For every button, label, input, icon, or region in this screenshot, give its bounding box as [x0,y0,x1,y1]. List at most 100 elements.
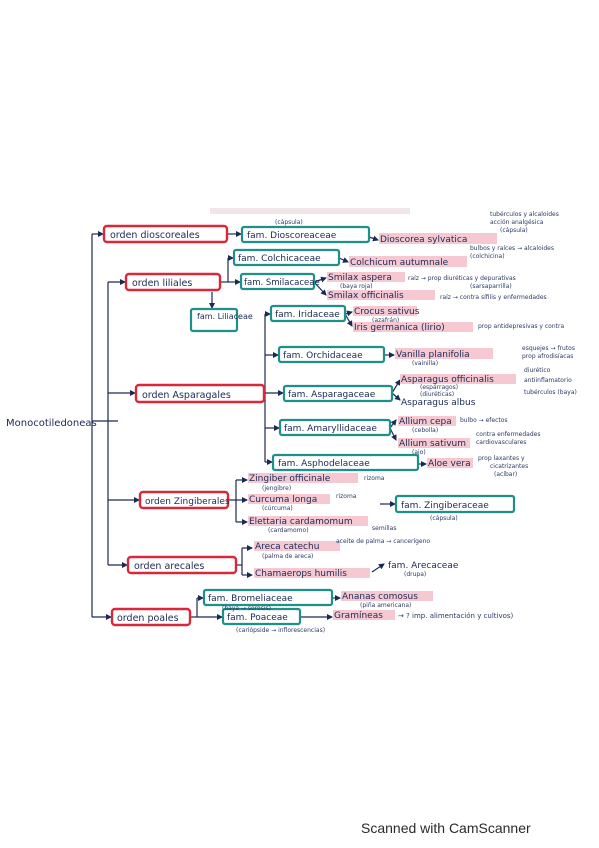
family-amaryllidaceae-label: fam. Amaryllidaceae [284,424,377,434]
note: (cápsula) [275,219,303,226]
family-orchidaceae: fam. Orchidaceae [277,345,386,364]
species-areca: Areca catechu [255,542,319,552]
note: (vainilla) [412,360,438,367]
note: bulbo → efectos [460,417,508,424]
note: (ajo) [412,449,426,456]
family-colchicaceae: fam. Colchicaceae [232,248,341,267]
note: (baya → sorosis) [222,605,271,612]
family-iridaceae: fam. Iridaceae [269,304,347,323]
family-liliaceae: fam. Liliaceae [189,307,253,333]
order-liliales: orden liliales [124,272,222,292]
note: esquejes → frutos [522,345,575,352]
note: prop afrodisíacas [522,353,573,360]
order-asparagales-label: orden Asparagales [142,390,231,401]
note: (cebolla) [412,427,438,434]
family-orchidaceae-label: fam. Orchidaceae [283,351,363,361]
note: raíz → contra sífilis y enfermedades [440,294,547,301]
family-bromeliaceae: fam. Bromeliaceae [202,588,334,607]
note: (sarsaparrilla) [470,283,512,290]
order-poales: orden poales [110,607,192,627]
species-smilax-aspera: Smilax aspera [328,273,392,283]
species-asparagus-officinalis: Asparagus officinalis [401,375,494,385]
species-chamaerops: Chamaerops humilis [255,569,347,579]
family-smilacaceae-label: fam. Smilacaceae [244,278,320,288]
note: prop antidepresivas y contra [478,323,564,330]
order-zingiberales-label: orden Zingiberales [145,497,230,507]
note: (cardamomo) [268,527,309,534]
species-allium-cepa: Allium cepa [399,417,452,427]
species-zingiber: Zingiber officinale [249,474,331,484]
order-arecales-label: orden arecales [134,561,204,572]
order-arecales: orden arecales [126,555,238,575]
note: (cariópside → inflorescencias) [236,627,325,634]
family-asparagaceae: fam. Asparagaceae [282,384,394,403]
highlights [248,233,516,620]
note: (colchicina) [470,253,505,260]
note: (cápsula) [430,515,458,522]
family-smilacaceae: fam. Smilacaceae [239,272,320,291]
note: (diuréticas) [420,391,454,398]
family-arecaceae-label: fam. Arecaceae [388,561,459,571]
family-asphodelaceae-label: fam. Asphodelaceae [278,459,370,469]
family-zingiberaceae: fam. Zingiberaceae [394,494,516,514]
species-allium-sativum: Allium sativum [399,439,466,449]
note: prop laxantes y [478,455,525,462]
species-ananas: Ananas comosus [342,592,418,602]
family-amaryllidaceae: fam. Amaryllidaceae [278,418,392,437]
order-dioscoreales: orden dioscoreales [102,224,229,244]
family-dioscoreaceae-label: fam. Dioscoreaceae [247,231,337,241]
note: tubérculos (baya) [524,389,577,396]
scan-smudge [210,208,410,214]
note: cicatrizantes [490,463,528,470]
order-liliales-label: orden liliales [132,278,192,289]
note: raíz → prop diuréticas y depurativas [408,275,516,282]
species-curcuma: Curcuma longa [249,495,317,505]
family-asparagaceae-label: fam. Asparagaceae [288,390,376,400]
note: rizoma [336,493,357,500]
note: aceite de palma → cancerígeno [336,538,430,545]
note: (drupa) [404,571,426,578]
species-smilax-officinalis: Smilax officinalis [328,291,404,301]
tree-lines [91,231,427,620]
note: contra enfermedades [476,431,540,438]
note: (acíbar) [494,471,517,478]
family-zingiberaceae-label: fam. Zingiberaceae [401,501,489,511]
note: acción analgésica [490,219,544,226]
note: (cúrcuma) [262,505,293,512]
family-poaceae-label: fam. Poaceae [227,613,288,623]
order-zingiberales: orden Zingiberales [138,490,230,510]
species-crocus: Crocus sativus [354,307,420,317]
order-poales-label: orden poales [117,613,179,624]
note: diurético [524,367,551,374]
note: → ? imp. alimentación y cultivos) [398,612,514,620]
note: tubérculos y alcaloides [490,211,559,218]
note: (jengibre) [262,485,291,492]
note: cardiovasculares [476,439,526,446]
note: antiinflamatorio [524,377,572,384]
species-elettaria: Elettaria cardamomum [249,517,353,527]
note: semillas [372,525,396,532]
species-asparagus-albus: Asparagus albus [401,398,476,408]
family-poaceae: fam. Poaceae [221,607,302,626]
family-dioscoreaceae: fam. Dioscoreaceae [240,225,371,244]
order-dioscoreales-label: orden dioscoreales [110,230,200,241]
note: (palma de areca) [262,553,313,560]
root-label: Monocotiledoneas [6,418,97,429]
notes-group: (cápsula) tubérculos y alcaloides acción… [222,211,577,634]
note: (cápsula) [500,227,528,234]
species-gramineas: Gramíneas [334,611,383,621]
note: bulbos y raíces → alcaloides [470,245,554,252]
notes-page: Monocotiledoneas orden dioscoreales orde… [6,208,577,634]
species-vanilla: Vanilla planifolia [396,350,470,360]
note: (espárragos) [420,384,458,391]
scanner-footer: Scanned with CamScanner [361,820,531,836]
family-colchicaceae-label: fam. Colchicaceae [238,254,321,264]
note: (azafrán) [372,317,399,324]
species-group: Dioscorea sylvatica Colchicum autumnale … [249,235,494,621]
note: (baya roja) [340,283,373,290]
family-bromeliaceae-label: fam. Bromeliaceae [208,594,293,604]
family-asphodelaceae: fam. Asphodelaceae [271,453,420,472]
note: rizoma [364,475,385,482]
species-iris: Iris germanica (lirio) [354,323,445,333]
species-dioscorea: Dioscorea sylvatica [380,235,467,245]
